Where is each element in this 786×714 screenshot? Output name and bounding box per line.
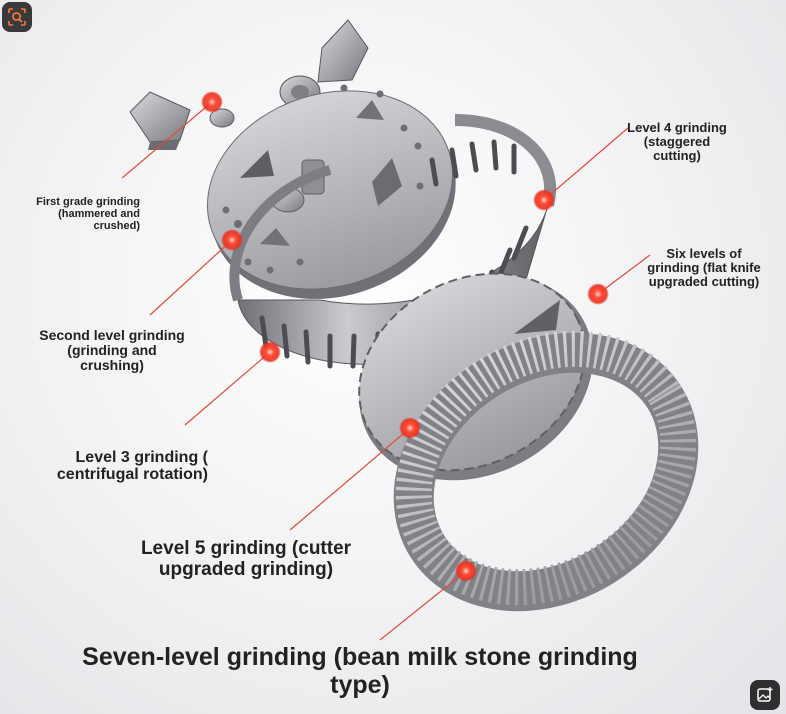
add-image-button[interactable] [750,680,780,710]
marker-dots [201,91,609,582]
label-level-4: Level 4 grinding (staggered cutting) [627,120,727,164]
main-title: Seven-level grinding (bean milk stone gr… [82,643,638,699]
perforated-ring [393,330,699,612]
visual-search-button[interactable] [2,2,32,32]
label-second-level: Second level grinding (grinding and crus… [39,327,185,374]
leader-lines [121,101,651,641]
label-first-grade: First grade grinding (hammered and crush… [36,196,140,232]
label-level-5: Level 5 grinding (cutter upgraded grindi… [140,538,352,580]
label-level-3: Level 3 grinding ( centrifugal rotation) [56,449,208,484]
label-six-levels: Six levels of grinding (flat knife upgra… [647,246,761,290]
top-disc [206,84,456,299]
image-add-icon [757,687,773,702]
visual-search-icon [8,8,26,26]
